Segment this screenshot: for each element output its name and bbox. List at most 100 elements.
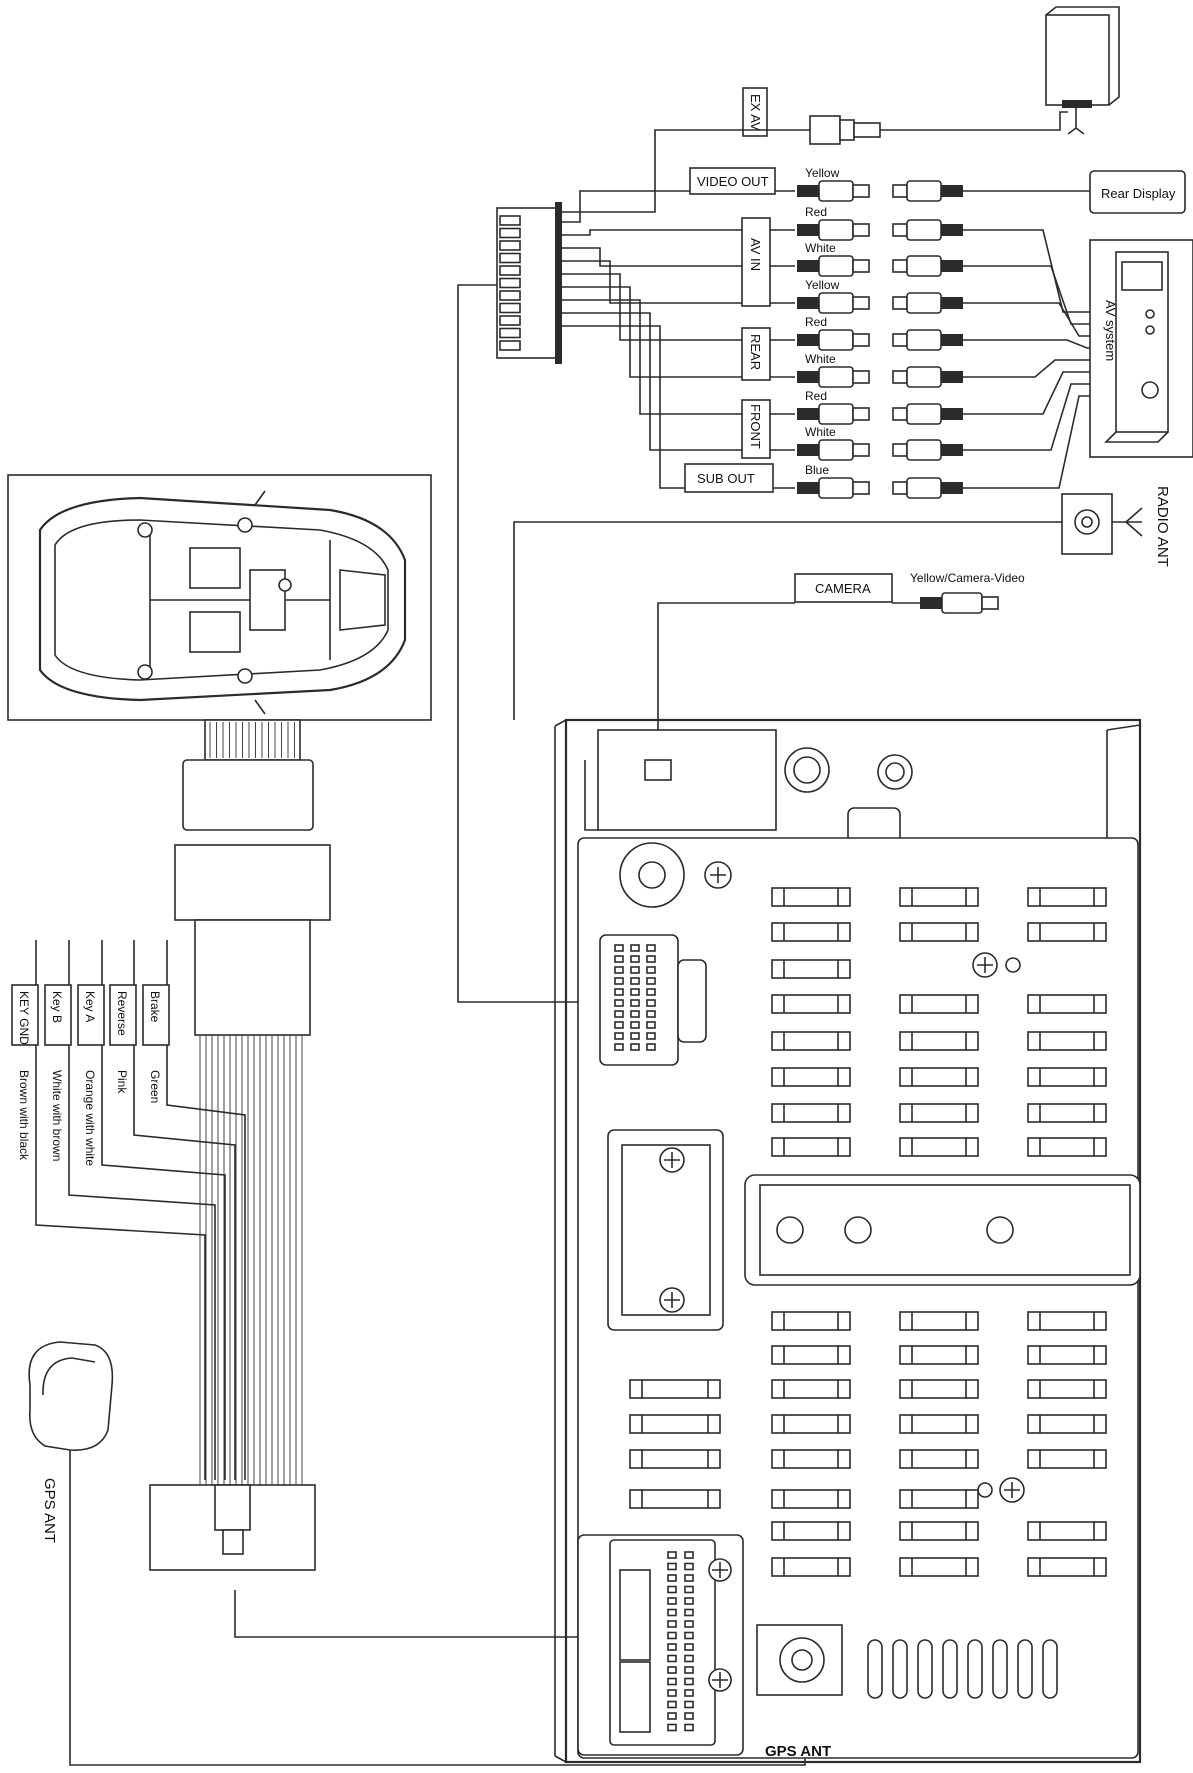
- av-system-label: AV system: [1103, 300, 1118, 361]
- rca-row: White: [557, 286, 1090, 388]
- vent-slot-line: [911, 888, 967, 906]
- iso-pin: [614, 944, 624, 952]
- bottom-connector-pin: [684, 1620, 694, 1628]
- vent-slot-frame: [771, 1449, 851, 1469]
- bottom-connector-pin: [667, 1585, 677, 1594]
- vent-slot: [899, 922, 979, 942]
- iso-pin: [646, 955, 656, 963]
- ex-av-module: [1045, 6, 1120, 135]
- vent-slot-frame: [771, 1414, 851, 1434]
- iso-pin: [630, 1010, 640, 1018]
- rca-plug-tip: [852, 259, 870, 273]
- rca-row: Red: [557, 205, 1090, 313]
- ex-av-label: EX AV: [748, 94, 763, 131]
- harness-pin: [499, 277, 521, 289]
- bottom-connector-pin: [684, 1723, 694, 1732]
- vent-slot: [771, 1067, 851, 1087]
- bottom-connector-pin: [667, 1700, 677, 1709]
- bottom-connector-pin: [667, 1597, 677, 1605]
- control-wire-tag: [109, 984, 137, 1046]
- rca-jack-sleeve: [941, 297, 963, 309]
- rca-color-label: White: [805, 241, 836, 255]
- rca-jack-tip: [892, 259, 908, 273]
- vent-slot-line: [911, 1346, 967, 1364]
- bottom-connector-pin: [684, 1643, 694, 1651]
- bottom-connector-pin: [667, 1677, 677, 1686]
- rca-jack-body: [906, 255, 942, 277]
- iso-pin: [614, 988, 624, 996]
- av-system-device: AV system: [1089, 239, 1193, 458]
- ex-av-wire: [557, 129, 790, 213]
- iso-pin: [630, 988, 640, 996]
- bottom-connector-pin: [667, 1620, 677, 1628]
- vent-slot-line: [911, 1104, 967, 1122]
- vent-slot-line: [641, 1450, 709, 1468]
- rca-jack-tip: [892, 296, 908, 310]
- rca-plug-sleeve: [797, 185, 819, 197]
- iso-pin: [646, 1032, 656, 1040]
- vent-slot-frame: [771, 1067, 851, 1087]
- rca-plug-body: [818, 219, 854, 241]
- vent-slot: [771, 1379, 851, 1399]
- control-wire-color: Green: [148, 1070, 162, 1103]
- vent-slot: [1027, 1103, 1107, 1123]
- ex-av-plug: [790, 111, 1068, 145]
- speaker-harness: [149, 719, 331, 1571]
- harness-pin: [499, 265, 521, 276]
- rca-out-wire: [963, 302, 1090, 337]
- iso-pin: [614, 999, 624, 1007]
- rca-plug-tip: [852, 223, 870, 237]
- vent-slot-frame: [899, 1521, 979, 1541]
- harness-pin: [499, 327, 521, 339]
- rca-jack-tip: [892, 184, 908, 198]
- vent-slot-line: [783, 1522, 839, 1540]
- vent-slot-frame: [1027, 1103, 1107, 1123]
- rca-jack-sleeve: [941, 408, 963, 420]
- bottom-connector-pin: [684, 1608, 694, 1617]
- iso-pin: [630, 1032, 640, 1040]
- rear-display-device: Rear Display: [1089, 170, 1186, 214]
- video-out-label: VIDEO OUT: [697, 174, 769, 189]
- rca-jack-body: [906, 403, 942, 425]
- vent-slot: [1027, 1521, 1107, 1541]
- bottom-connector-pin: [684, 1666, 694, 1674]
- vent-slot-frame: [899, 1137, 979, 1157]
- rca-row: Red: [557, 299, 1090, 425]
- vent-slot: [771, 994, 851, 1014]
- rca-out-wire: [963, 359, 1090, 378]
- vent-slot-frame: [771, 1557, 851, 1577]
- iso-pin: [646, 944, 656, 952]
- vent-slot-line: [783, 888, 839, 906]
- vent-slot: [771, 1137, 851, 1157]
- harness-pin: [499, 315, 521, 326]
- bottom-vent: [1017, 1639, 1033, 1699]
- rca-plug-sleeve: [797, 260, 819, 272]
- vent-slot: [771, 1521, 851, 1541]
- vent-slot-frame: [771, 1345, 851, 1365]
- vent-slot: [899, 1414, 979, 1434]
- rca-out-wire: [963, 371, 1090, 415]
- rca-out-wire: [963, 265, 1090, 325]
- rca-wire: [557, 299, 795, 415]
- vent-slot-frame: [1027, 994, 1107, 1014]
- iso-pin: [646, 1043, 656, 1051]
- vent-slot-line: [1039, 1312, 1095, 1330]
- rca-wire: [557, 286, 795, 378]
- vent-slot: [899, 1137, 979, 1157]
- rca-jack-body: [906, 329, 942, 351]
- vent-slot-frame: [899, 1414, 979, 1434]
- vent-slot: [1027, 1031, 1107, 1051]
- vent-slot: [629, 1379, 721, 1399]
- vent-slot-frame: [1027, 1345, 1107, 1365]
- bottom-connector-pin: [684, 1562, 694, 1571]
- vent-slot-line: [783, 1138, 839, 1156]
- iso-pin: [614, 977, 624, 985]
- vent-slot: [1027, 1414, 1107, 1434]
- rca-out-wire: [963, 229, 1090, 313]
- rca-jack-sleeve: [941, 482, 963, 494]
- vent-slot-line: [783, 1312, 839, 1330]
- vent-slot-frame: [1027, 1067, 1107, 1087]
- rca-wire: [557, 260, 795, 304]
